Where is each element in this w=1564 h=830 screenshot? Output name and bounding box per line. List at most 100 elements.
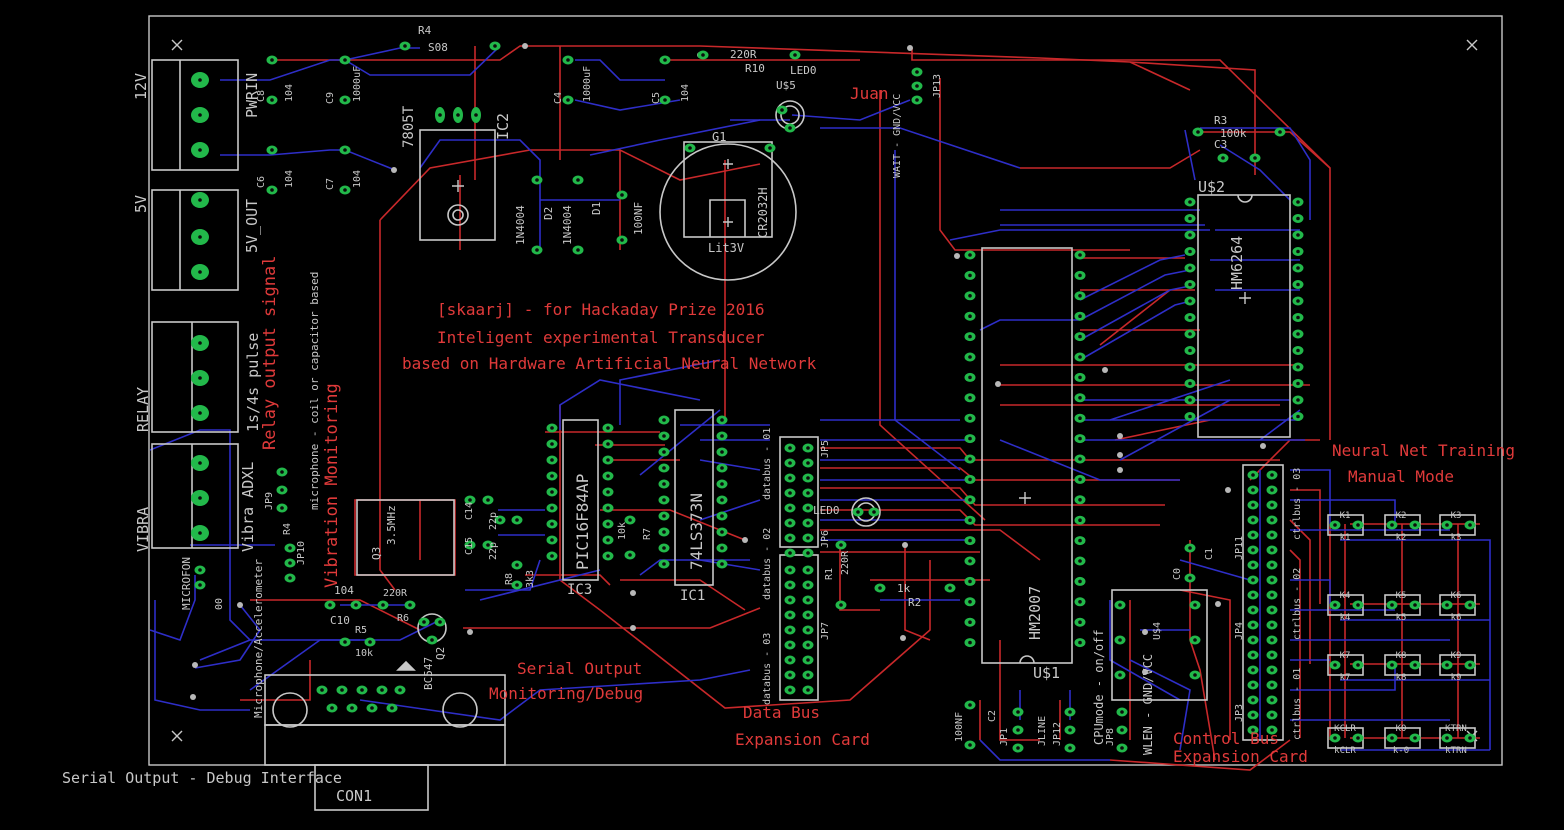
pad-hole	[1468, 736, 1472, 740]
pad-hole	[1188, 365, 1192, 369]
pad-hole	[515, 563, 519, 567]
pad-hole	[368, 640, 372, 644]
vibration-monitoring-label: Vibration Monitoring	[322, 383, 342, 588]
pad-hole	[720, 530, 724, 534]
pad-hole	[468, 543, 472, 547]
pad-hole	[550, 554, 554, 558]
pad-hole	[1251, 608, 1255, 612]
pad-hole	[198, 461, 202, 465]
pad-hole	[968, 600, 972, 604]
pad-hole	[872, 510, 876, 514]
transistor-q2: Q2	[434, 647, 447, 660]
pad-hole	[1078, 396, 1082, 400]
pad-hole	[788, 583, 792, 587]
title-line-3: based on Hardware Artificial Neural Netw…	[402, 354, 817, 373]
part-c8: C8	[256, 90, 267, 102]
pad-hole	[1120, 710, 1124, 714]
pad-hole	[1270, 653, 1274, 657]
pad-hole	[1078, 436, 1082, 441]
pad-hole	[788, 598, 792, 602]
pad-hole	[968, 436, 972, 441]
pad-hole	[198, 148, 202, 152]
pad-hole	[788, 628, 792, 632]
pad-hole	[398, 688, 402, 692]
pad-hole	[1221, 156, 1225, 160]
ctrlbus-01-label: ctrlbus - 01	[1292, 668, 1303, 740]
pad-hole	[550, 442, 554, 446]
part-r6: R6	[397, 613, 409, 624]
part-c1: C1	[1204, 548, 1215, 560]
part-led0: LED0	[790, 64, 817, 77]
pad-hole	[1468, 523, 1472, 527]
key-label-k8: K8	[1396, 651, 1407, 661]
crystal-q3: Q3	[370, 547, 383, 560]
mic-accel-label: Microphone/Accelerometer	[252, 559, 265, 718]
pad-hole	[1253, 156, 1257, 160]
pad-hole	[1270, 503, 1274, 507]
pad-hole	[720, 466, 724, 470]
pad-hole	[1188, 299, 1192, 303]
pad-hole	[1270, 473, 1274, 477]
pad-hole	[788, 643, 792, 647]
pad-hole	[788, 476, 792, 480]
part-c4: C4	[553, 92, 564, 104]
chip-ic2: IC2	[494, 113, 512, 140]
pad-hole	[1120, 746, 1124, 750]
pad-hole	[1356, 523, 1360, 527]
pad-hole	[788, 521, 792, 525]
key-label-k0: K0	[1396, 724, 1407, 734]
pad-hole	[806, 628, 810, 632]
pad-hole	[1413, 603, 1417, 607]
part-r4b: R4	[282, 523, 293, 535]
pad-hole	[806, 551, 810, 555]
part-c5: C5	[651, 92, 662, 104]
part-c2-value: 100NF	[954, 712, 965, 742]
pad-hole	[340, 688, 344, 692]
pad-hole	[1356, 736, 1360, 740]
pad-hole	[1118, 603, 1122, 607]
pad-hole	[806, 688, 810, 692]
pad-hole	[1078, 477, 1082, 482]
pad-hole	[788, 461, 792, 465]
pad-hole	[806, 658, 810, 662]
key-silk-kclr: kCLR	[1334, 746, 1356, 756]
key-silk-k1: k1	[1340, 533, 1351, 543]
pad-hole	[1356, 663, 1360, 667]
pad-hole	[701, 53, 705, 57]
pad-hole	[788, 673, 792, 677]
pad-hole	[720, 498, 724, 502]
pad-hole	[662, 450, 666, 454]
pad-hole	[968, 314, 972, 319]
pad-hole	[1188, 414, 1192, 419]
mic-note-label: microphone - coil or capacitor based	[308, 272, 321, 510]
pad-hole	[806, 506, 810, 510]
chip-pic: PIC16F84AP	[573, 474, 592, 570]
pad-hole	[768, 146, 772, 150]
pad-hole	[1270, 548, 1274, 552]
pad-hole	[915, 70, 919, 74]
pad-hole	[628, 553, 632, 557]
part-r1-value: 220R	[840, 550, 851, 575]
pad-hole	[662, 482, 666, 486]
connector-5v-out: 5V_OUT	[243, 199, 261, 253]
pad-hole	[788, 506, 792, 510]
pad-hole	[1251, 683, 1255, 687]
pad-hole	[1270, 578, 1274, 582]
pad-hole	[806, 643, 810, 647]
pad-hole	[550, 490, 554, 494]
pad-hole	[1068, 746, 1072, 750]
pad-hole	[370, 706, 374, 710]
pad-hole	[1078, 253, 1082, 257]
part-c4-value: 1000uF	[582, 66, 593, 102]
pad-hole	[270, 58, 274, 62]
pad-hole	[1270, 518, 1274, 522]
pad-hole	[343, 188, 347, 192]
pad-hole	[720, 418, 724, 422]
part-jp8: JP8	[1105, 728, 1116, 746]
chip-hm2007: HM2007	[1026, 586, 1044, 640]
battery-lit: Lit3V	[708, 241, 744, 255]
connector-pwrin: PWRIN	[243, 73, 261, 118]
pad-hole	[343, 148, 347, 152]
pad-hole	[793, 53, 797, 57]
pad-hole	[270, 188, 274, 192]
